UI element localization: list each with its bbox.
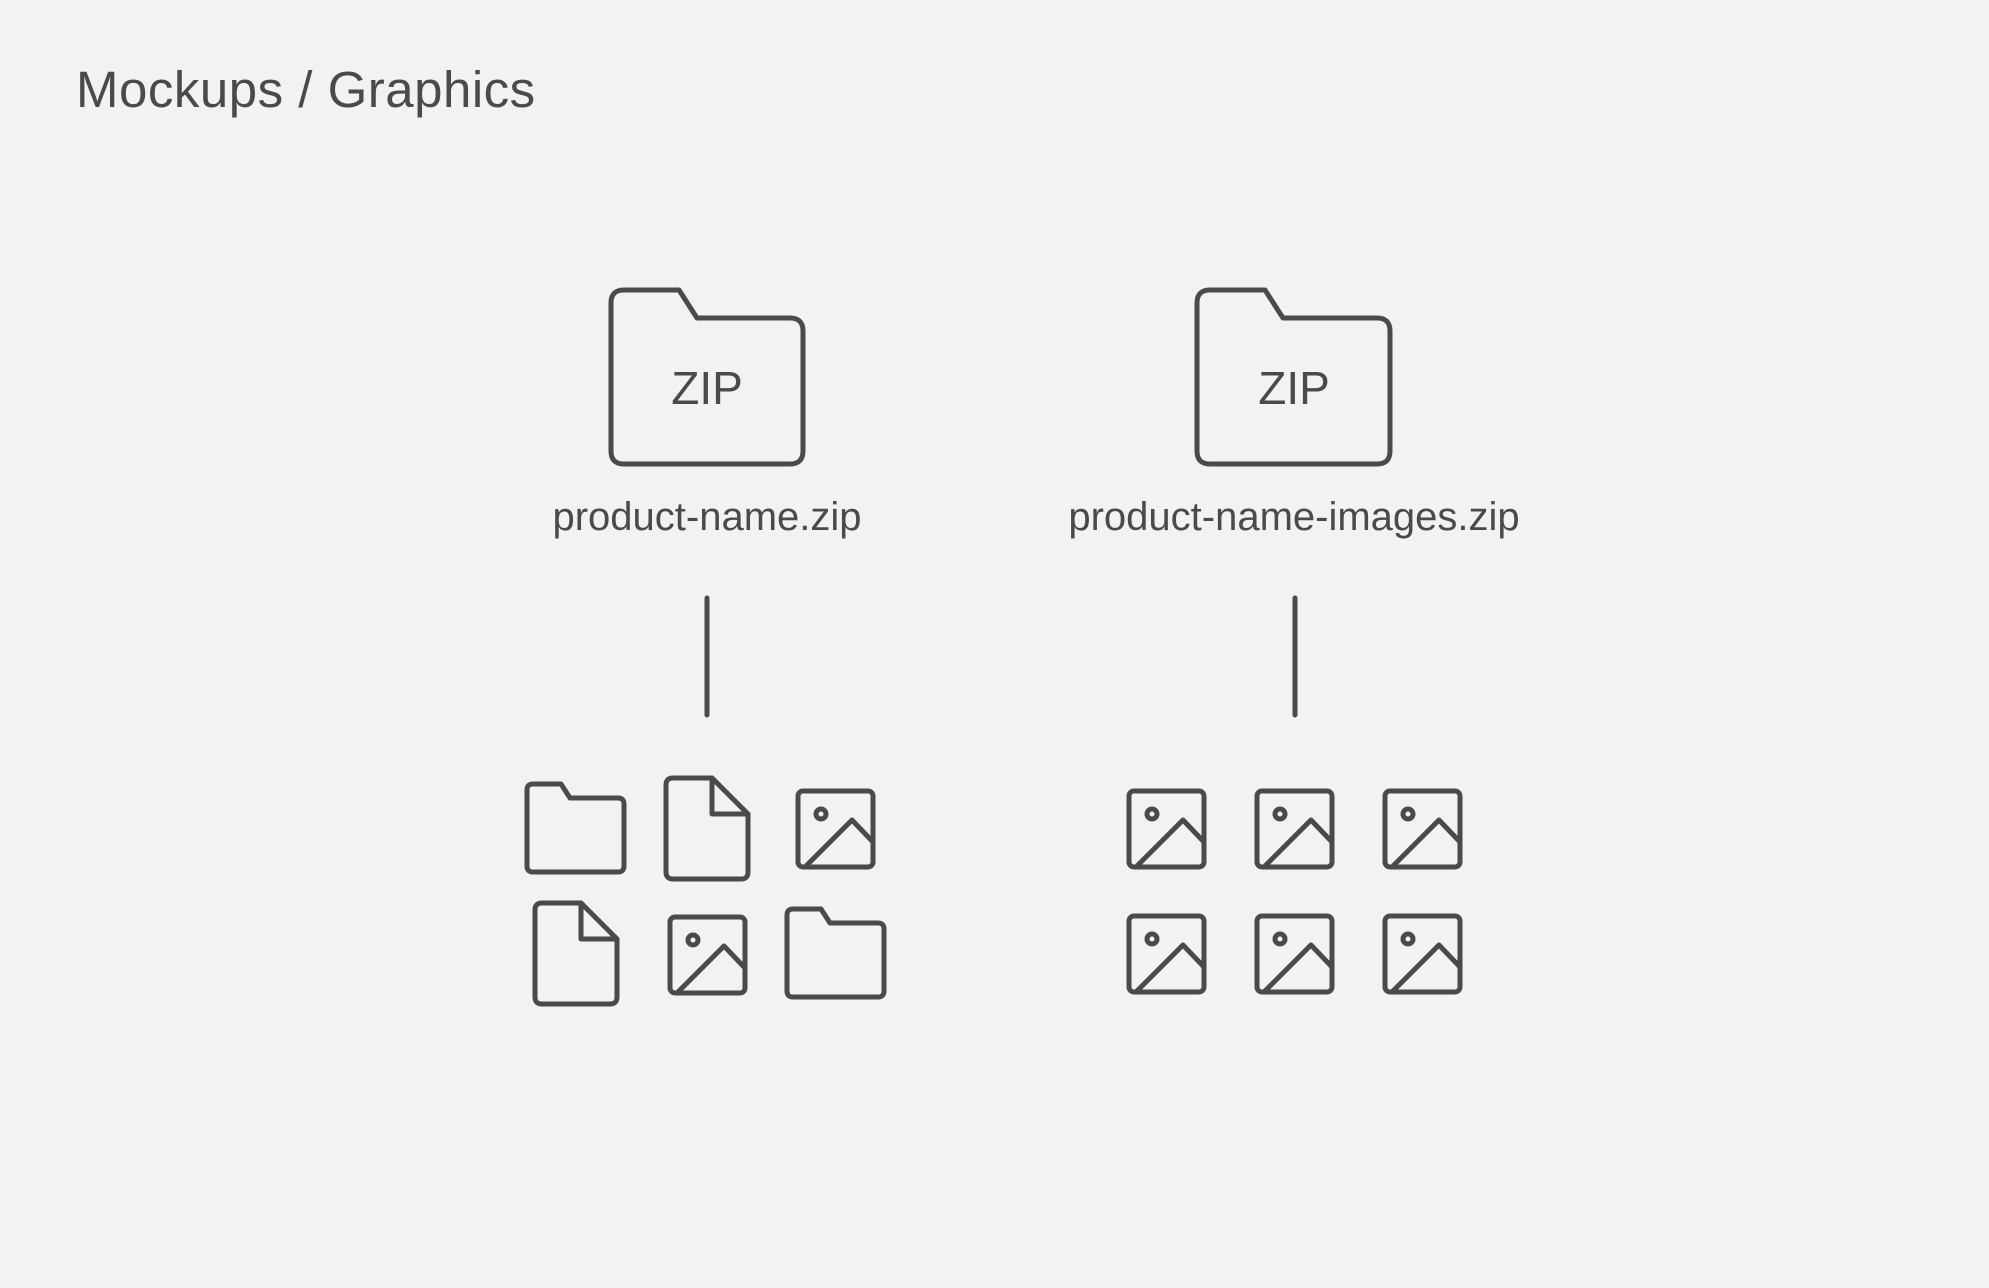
folder-icon	[524, 781, 627, 875]
image-icon	[1382, 788, 1463, 870]
zip-folder-icon	[608, 287, 806, 467]
image-icon	[1126, 913, 1207, 995]
archive-product-name: ZIP product-name.zip	[524, 287, 887, 1007]
archive-contents	[1126, 788, 1463, 995]
zip-label: ZIP	[671, 362, 743, 414]
image-icon	[1382, 913, 1463, 995]
folder-icon	[784, 906, 887, 1000]
archive-product-name-images: ZIP product-name-images.zip	[1068, 287, 1520, 995]
archive-contents	[524, 775, 887, 1007]
image-icon	[1254, 788, 1335, 870]
zip-label: ZIP	[1258, 362, 1330, 414]
image-icon	[1254, 913, 1335, 995]
page-title: Mockups / Graphics	[76, 61, 536, 118]
image-icon	[1126, 788, 1207, 870]
zip-folder-icon	[1194, 287, 1393, 467]
archive-filename: product-name.zip	[552, 495, 861, 539]
archive-filename: product-name-images.zip	[1068, 495, 1519, 539]
image-icon	[667, 914, 748, 996]
document-icon	[532, 900, 620, 1007]
document-icon	[663, 775, 751, 882]
image-icon	[795, 788, 876, 870]
